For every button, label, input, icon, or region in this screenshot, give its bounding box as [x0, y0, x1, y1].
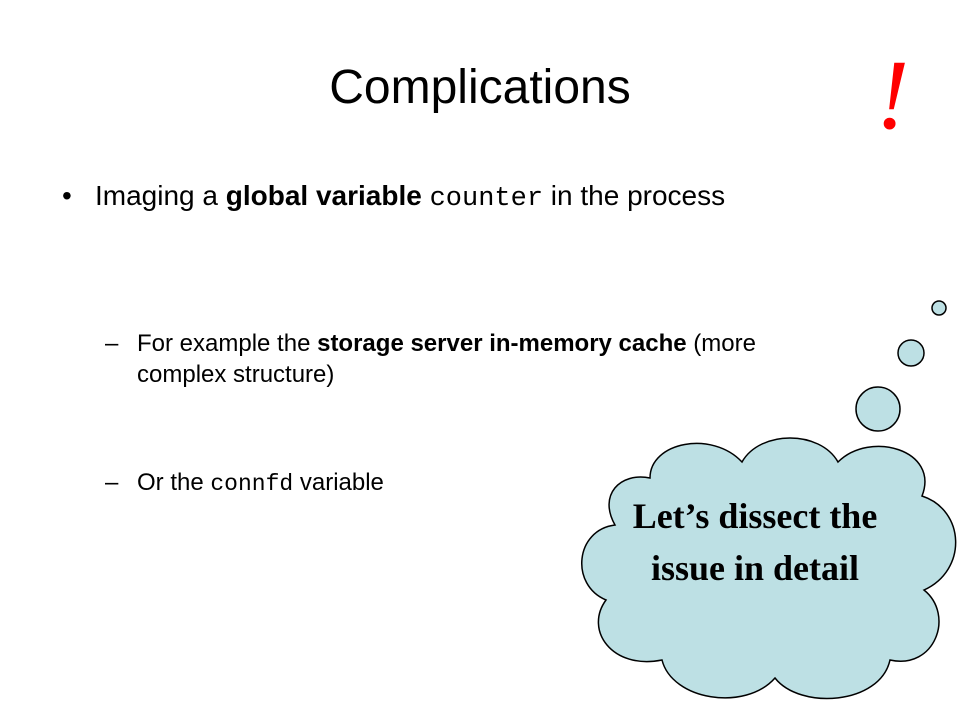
- exclamation-mark: !: [876, 39, 910, 150]
- bullet-marker: •: [62, 180, 72, 211]
- sub-bullet-connfd: – Or the connfd variable: [105, 467, 845, 500]
- code-counter: counter: [429, 184, 544, 214]
- sub-bullet-text: For example the storage server in-memory…: [105, 328, 845, 390]
- bullet-text: Imaging a global variable counter in the…: [62, 176, 822, 219]
- bullet-bold-term: global variable: [225, 180, 422, 211]
- sub-bullet-text: Or the connfd variable: [105, 467, 845, 500]
- sub-bullet-text-part: For example the: [137, 330, 318, 357]
- bullet-text-part: in the process: [543, 180, 726, 211]
- sub-bullet-text-part: Or the: [137, 469, 211, 496]
- thought-bubble-small: [931, 300, 947, 316]
- sub-bullet-storage-server: – For example the storage server in-memo…: [105, 328, 845, 390]
- sub-bullet-marker: –: [105, 330, 119, 357]
- bullet-text-part: Imaging a: [95, 180, 226, 211]
- thought-bubble-medium: [897, 339, 925, 367]
- bullet-global-variable: • Imaging a global variable counter in t…: [62, 176, 822, 219]
- sub-bullet-marker: –: [105, 469, 119, 496]
- sub-bullet-text-part: (more complex structure): [137, 330, 756, 388]
- thought-cloud-shape: [581, 437, 957, 700]
- sub-bullet-text-part: variable: [293, 469, 384, 496]
- slide-title: Complications: [329, 61, 631, 114]
- code-connfd: connfd: [210, 471, 294, 497]
- thought-cloud-text: Let’s dissect the issue in detail: [632, 496, 878, 588]
- sub-bullet-bold-term: storage server in-memory cache: [317, 330, 687, 357]
- thought-bubble-large: [855, 386, 901, 432]
